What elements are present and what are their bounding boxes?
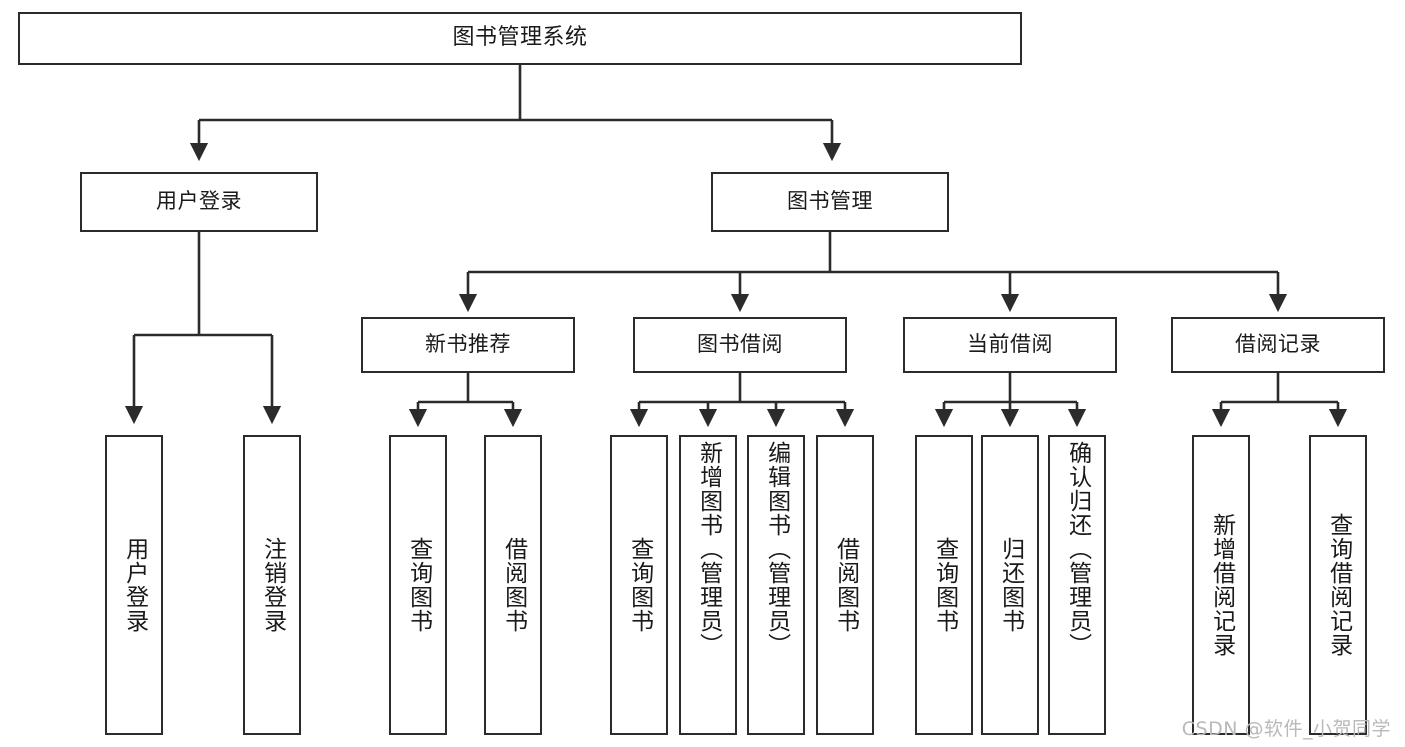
node-leaf-edit-book-admin[interactable]: 编辑图书（管理员）: [747, 435, 805, 735]
node-book-borrow[interactable]: 图书借阅: [633, 317, 847, 373]
node-leaf-add-borrow-record[interactable]: 新增借阅记录: [1192, 435, 1250, 735]
node-label: 用户登录: [156, 189, 242, 214]
watermark-text: CSDN @软件_小贺同学: [1181, 718, 1391, 740]
node-label: 查询图书: [405, 537, 432, 633]
node-label: 图书管理: [787, 189, 873, 214]
node-leaf-logout[interactable]: 注销登录: [243, 435, 301, 735]
node-label: 查询借阅记录: [1325, 513, 1352, 657]
node-label: 新书推荐: [425, 332, 511, 357]
node-label: 借阅图书: [500, 537, 527, 633]
node-label: 当前借阅: [967, 332, 1053, 357]
node-leaf-add-book-admin[interactable]: 新增图书（管理员）: [679, 435, 737, 735]
node-label: 图书借阅: [697, 332, 783, 357]
node-label: 归还图书: [997, 537, 1024, 633]
node-borrow-record[interactable]: 借阅记录: [1171, 317, 1385, 373]
node-book-management[interactable]: 图书管理: [711, 172, 949, 232]
node-leaf-query-book-borrow[interactable]: 查询图书: [610, 435, 668, 735]
node-leaf-return-book[interactable]: 归还图书: [981, 435, 1039, 735]
node-root-book-management-system[interactable]: 图书管理系统: [18, 12, 1022, 65]
node-leaf-query-borrow-record[interactable]: 查询借阅记录: [1309, 435, 1367, 735]
node-leaf-confirm-return-admin[interactable]: 确认归还（管理员）: [1048, 435, 1106, 735]
node-label: 新增借阅记录: [1208, 513, 1235, 657]
node-leaf-user-login[interactable]: 用户登录: [105, 435, 163, 735]
node-label: 注销登录: [259, 537, 286, 633]
node-leaf-query-book-new[interactable]: 查询图书: [389, 435, 447, 735]
node-user-login[interactable]: 用户登录: [80, 172, 318, 232]
node-label: 图书管理系统: [452, 25, 588, 51]
node-leaf-query-book-current[interactable]: 查询图书: [915, 435, 973, 735]
node-label: 借阅图书: [832, 537, 859, 633]
node-label: 查询图书: [626, 537, 653, 633]
node-current-borrow[interactable]: 当前借阅: [903, 317, 1117, 373]
node-leaf-borrow-book[interactable]: 借阅图书: [816, 435, 874, 735]
node-label: 用户登录: [121, 537, 148, 633]
node-label: 编辑图书（管理员）: [763, 441, 790, 657]
node-leaf-borrow-book-new[interactable]: 借阅图书: [484, 435, 542, 735]
node-label: 新增图书（管理员）: [695, 441, 722, 657]
node-label: 借阅记录: [1235, 332, 1321, 357]
node-new-book-recommend[interactable]: 新书推荐: [361, 317, 575, 373]
node-label: 确认归还（管理员）: [1064, 441, 1091, 657]
node-label: 查询图书: [931, 537, 958, 633]
